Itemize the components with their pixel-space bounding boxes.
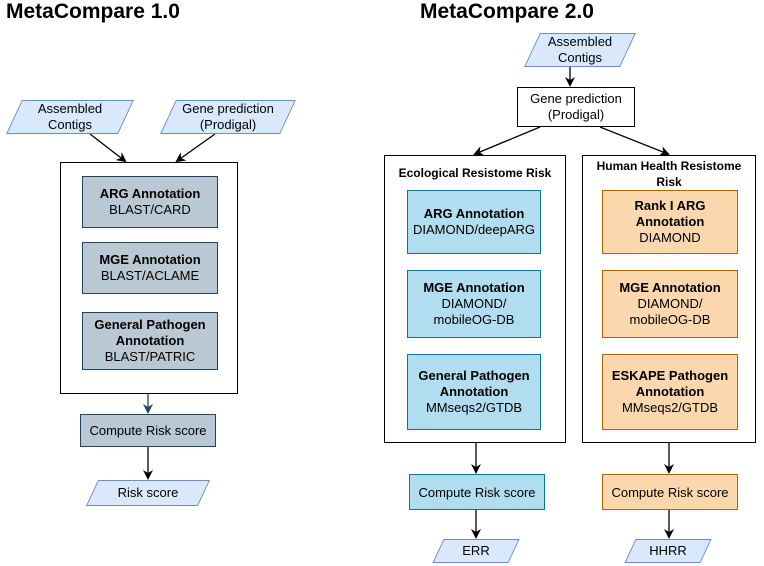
rank-i-arg-annotation-hh: Rank I ARG Annotation DIAMOND <box>602 190 738 254</box>
gene-prediction-v2: Gene prediction (Prodigal) <box>517 87 635 127</box>
compute-risk-score-hh: Compute Risk score <box>602 474 738 510</box>
mge-annotation-hh-title: MGE Annotation <box>619 280 721 295</box>
arrow-gene-to-human <box>599 126 670 156</box>
pathogen-annotation-eco-title: General Pathogen Annotation <box>418 368 530 399</box>
output-hhrr: HHRR <box>624 539 712 563</box>
pathogen-annotation-eco: General Pathogen Annotation MMseqs2/GTDB <box>407 354 541 430</box>
input-assembled-contigs-v1: Assembled Contigs <box>6 100 134 134</box>
arg-annotation-eco-tool: DIAMOND/deepARG <box>412 222 536 237</box>
input-assembled-contigs-v1-label: Assembled Contigs <box>37 101 103 132</box>
output-err: ERR <box>432 539 520 563</box>
mge-annotation-v1-tool: BLAST/ACLAME <box>100 268 200 283</box>
rank-i-arg-annotation-hh-title: Rank I ARG Annotation <box>634 198 706 229</box>
title-metacompare-2: MetaCompare 2.0 <box>420 0 594 23</box>
arrow-gene-to-ecological <box>473 126 541 156</box>
mge-annotation-v1: MGE Annotation BLAST/ACLAME <box>82 242 218 294</box>
arg-annotation-eco: ARG Annotation DIAMOND/deepARG <box>407 190 541 254</box>
eskape-pathogen-annotation-hh-title: ESKAPE Pathogen Annotation <box>611 368 729 399</box>
input-gene-prediction-v1-label: Gene prediction (Prodigal) <box>182 101 274 132</box>
output-risk-score: Risk score <box>85 480 211 506</box>
output-err-label: ERR <box>462 543 490 558</box>
input-assembled-contigs-v2-label: Assembled Contigs <box>547 34 613 65</box>
arrow-contigs-to-container <box>89 133 127 163</box>
arg-annotation-v1-title: ARG Annotation <box>99 186 201 201</box>
mge-annotation-hh-tool: DIAMOND/ mobileOG-DB <box>629 296 711 327</box>
eskape-pathogen-annotation-hh: ESKAPE Pathogen Annotation MMseqs2/GTDB <box>602 354 738 430</box>
rank-i-arg-annotation-hh-tool: DIAMOND <box>639 230 701 245</box>
input-assembled-contigs-v2: Assembled Contigs <box>524 33 636 67</box>
compute-risk-score-v1: Compute Risk score <box>80 414 216 447</box>
ecological-resistome-risk-label: Ecological Resistome Risk <box>398 166 552 180</box>
eskape-pathogen-annotation-hh-tool: MMseqs2/GTDB <box>621 400 719 415</box>
output-hhrr-label: HHRR <box>649 543 687 558</box>
mge-annotation-eco: MGE Annotation DIAMOND/ mobileOG-DB <box>407 270 541 338</box>
mge-annotation-eco-title: MGE Annotation <box>423 280 525 295</box>
mge-annotation-hh: MGE Annotation DIAMOND/ mobileOG-DB <box>602 270 738 338</box>
human-health-resistome-risk-label: Human Health Resistome Risk <box>596 159 742 189</box>
arg-annotation-v1-tool: BLAST/CARD <box>109 202 191 217</box>
arrow-gene-to-container <box>175 133 216 163</box>
pathogen-annotation-v1-tool: BLAST/PATRIC <box>104 349 196 364</box>
arg-annotation-eco-title: ARG Annotation <box>423 206 525 221</box>
input-gene-prediction-v1: Gene prediction (Prodigal) <box>160 100 296 134</box>
compute-risk-score-eco: Compute Risk score <box>409 474 545 510</box>
mge-annotation-eco-tool: DIAMOND/ mobileOG-DB <box>433 296 515 327</box>
pathogen-annotation-v1-title: General Pathogen Annotation <box>94 317 206 348</box>
output-risk-score-label: Risk score <box>117 485 179 500</box>
arg-annotation-v1: ARG Annotation BLAST/CARD <box>82 176 218 228</box>
pathogen-annotation-v1: General Pathogen Annotation BLAST/PATRIC <box>82 312 218 370</box>
mge-annotation-v1-title: MGE Annotation <box>99 252 201 267</box>
pathogen-annotation-eco-tool: MMseqs2/GTDB <box>425 400 523 415</box>
title-metacompare-1: MetaCompare 1.0 <box>6 0 180 23</box>
